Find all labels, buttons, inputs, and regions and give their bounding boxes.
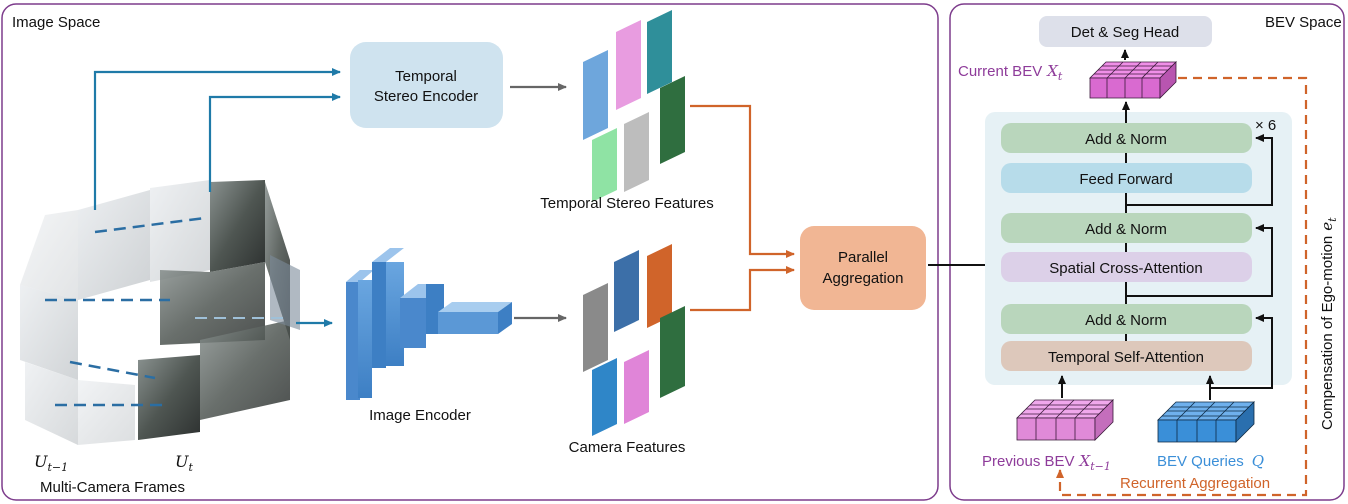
bev-queries-grid: [1157, 401, 1255, 443]
camera-features-label: Camera Features: [569, 439, 686, 456]
bev-space-title: BEV Space: [1265, 14, 1342, 31]
recurrent-label-bg: [1118, 474, 1292, 492]
layer-spatial-cross-attention: [1001, 252, 1252, 282]
temporal-stereo-feature-maps: [583, 10, 685, 202]
recurrent-aggregation-loop: [1056, 76, 1308, 497]
current-bev-grid: [1089, 61, 1177, 99]
u-curr-label: Ut: [175, 452, 193, 474]
layer-spatial-cross-attention-label: Spatial Cross-Attention: [1049, 260, 1202, 277]
layer-temporal-self-attention: [1001, 341, 1252, 371]
temporal-stereo-encoder-line2: Stereo Encoder: [374, 88, 478, 105]
recurrent-aggregation-label: Recurrent Aggregation: [1120, 475, 1270, 492]
camera-feature-maps: [583, 244, 685, 436]
parallel-aggregation: Parallel Aggregation: [800, 226, 926, 310]
arrow-camera-features-to-aggregation: [690, 266, 795, 312]
u-prev-label: Ut−1: [34, 452, 68, 474]
layer-add-norm-3-label: Add & Norm: [1085, 131, 1167, 148]
repeat-label: × 6: [1255, 117, 1276, 134]
layer-feed-forward-label: Feed Forward: [1079, 171, 1172, 188]
layer-add-norm-3: [1001, 123, 1252, 153]
layer-temporal-self-attention-label: Temporal Self-Attention: [1048, 349, 1204, 366]
arrow-frames-curr-to-stereo: [208, 93, 341, 192]
image-space-title: Image Space: [12, 14, 100, 31]
residual-arrow-3: [1126, 134, 1273, 206]
multi-camera-frames: [20, 180, 300, 445]
ego-motion-label: Compensation of Ego-motionet: [1318, 217, 1339, 430]
frame-correspondence-lines: [45, 216, 206, 407]
temporal-stereo-features-label: Temporal Stereo Features: [540, 195, 713, 212]
layer-add-norm-2: [1001, 213, 1252, 243]
temporal-stereo-encoder: Temporal Stereo Encoder: [350, 42, 503, 128]
layer-add-norm-2-label: Add & Norm: [1085, 221, 1167, 238]
layer-add-norm-1: [1001, 304, 1252, 334]
residual-arrow-2: [1126, 224, 1273, 297]
layer-add-norm-1-label: Add & Norm: [1085, 312, 1167, 329]
arrow-stereo-features-to-aggregation: [690, 104, 795, 258]
image-encoder: [346, 248, 512, 400]
det-seg-head: Det & Seg Head: [1039, 16, 1212, 47]
image-encoder-label: Image Encoder: [369, 407, 471, 424]
layer-feed-forward: [1001, 163, 1252, 193]
temporal-stereo-encoder-line1: Temporal: [395, 68, 457, 85]
multi-camera-frames-label: Multi-Camera Frames: [40, 479, 185, 496]
parallel-aggregation-line1: Parallel: [838, 249, 888, 266]
previous-bev-grid: [1016, 399, 1114, 441]
det-seg-head-label: Det & Seg Head: [1071, 24, 1179, 41]
arrow-frames-prev-to-stereo: [93, 68, 341, 210]
parallel-aggregation-line2: Aggregation: [823, 270, 904, 287]
